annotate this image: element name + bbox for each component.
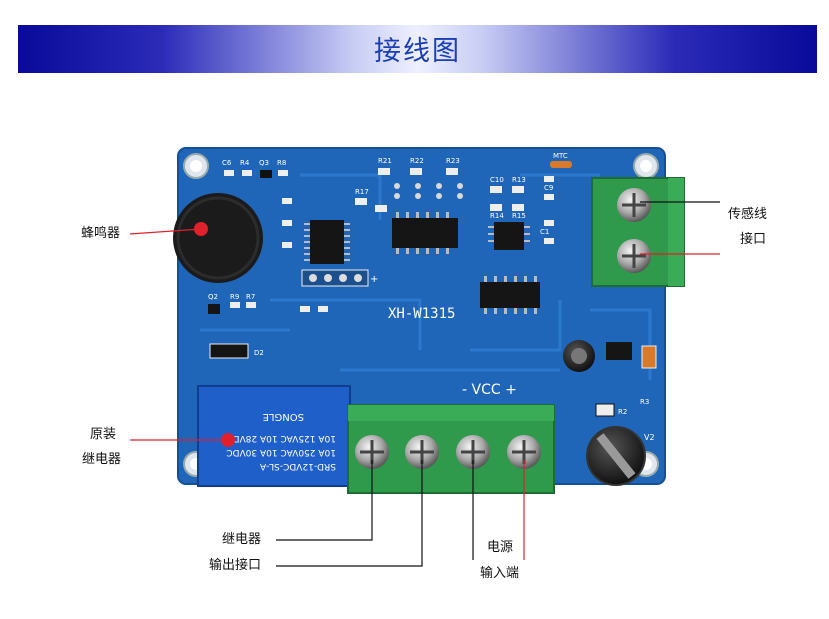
label-relay-original-2: 继电器 [82, 452, 122, 467]
ic-left [304, 220, 350, 264]
capacitor-mid [563, 340, 595, 372]
terminal-block-main [347, 404, 555, 494]
silk-r14: R14 [490, 212, 504, 220]
ic-middle [392, 212, 458, 254]
relay-model-text: SRD-12VDC-SL-A [259, 461, 336, 471]
silk-r22: R22 [410, 157, 424, 165]
buzzer [173, 193, 263, 283]
label-sensor-1: 传感线 [728, 207, 768, 222]
ntc-component [550, 161, 572, 168]
silk-r15: R15 [512, 212, 526, 220]
ic-right-a [480, 276, 540, 314]
silk-r21: R21 [378, 157, 392, 165]
capacitor-large [586, 426, 646, 486]
silk-plus: + [370, 274, 378, 285]
silk-r17: R17 [355, 188, 369, 196]
pin-header: + [301, 269, 378, 287]
terminal-block-sensor [591, 177, 685, 287]
relay-out-pointer-1 [276, 460, 373, 541]
label-relay-output-2: 输出接口 [209, 558, 262, 573]
label-sensor-2: 接口 [740, 232, 767, 247]
silk-c10: C10 [490, 176, 504, 184]
silk-c1: C1 [540, 228, 549, 236]
silk-mtc: MTC [553, 152, 568, 160]
relay: SRD-12VDC-SL-A 10A 250VAC 10A 30VDC 10A … [197, 385, 351, 487]
title-banner: 接线图 [18, 25, 817, 73]
silk-r9: R9 [230, 293, 239, 301]
silk-r2: R2 [618, 408, 627, 416]
board-model-label: XH-W1315 [388, 306, 455, 322]
buzzer-pointer [129, 228, 202, 235]
label-relay-output-1: 继电器 [222, 532, 262, 547]
label-power-2: 输入端 [480, 566, 520, 581]
regulator [606, 342, 632, 360]
relay-rating-1: 10A 250VAC 10A 30VDC [226, 447, 336, 457]
silk-r4: R4 [240, 159, 250, 167]
label-power-1: 电源 [487, 540, 514, 555]
silk-v2: V2 [644, 433, 655, 442]
silk-r8: R8 [277, 159, 286, 167]
vcc-label: - VCC + [462, 382, 517, 398]
silk-c9: C9 [544, 184, 553, 192]
silk-r23: R23 [446, 157, 460, 165]
page-title: 接线图 [374, 36, 461, 67]
diode-orange [641, 345, 657, 369]
label-buzzer: 蜂鸣器 [81, 226, 121, 241]
silk-q3: Q3 [259, 159, 269, 167]
silk-r7: R7 [246, 293, 255, 301]
ic-small-right [488, 222, 530, 250]
label-relay-original-1: 原装 [90, 427, 117, 442]
silk-q2: Q2 [208, 293, 218, 301]
silk-r3: R3 [640, 398, 649, 406]
relay-brand: SONGLE [263, 411, 304, 422]
silk-c6: C6 [222, 159, 232, 167]
relay-rating-2: 10A 125VAC 10A 28VDC [226, 433, 336, 443]
silk-r13: R13 [512, 176, 526, 184]
diode-d2 [209, 343, 249, 359]
silk-d2: D2 [254, 349, 264, 357]
relay-out-pointer-2 [276, 460, 423, 567]
resistor-r2 [595, 403, 615, 417]
